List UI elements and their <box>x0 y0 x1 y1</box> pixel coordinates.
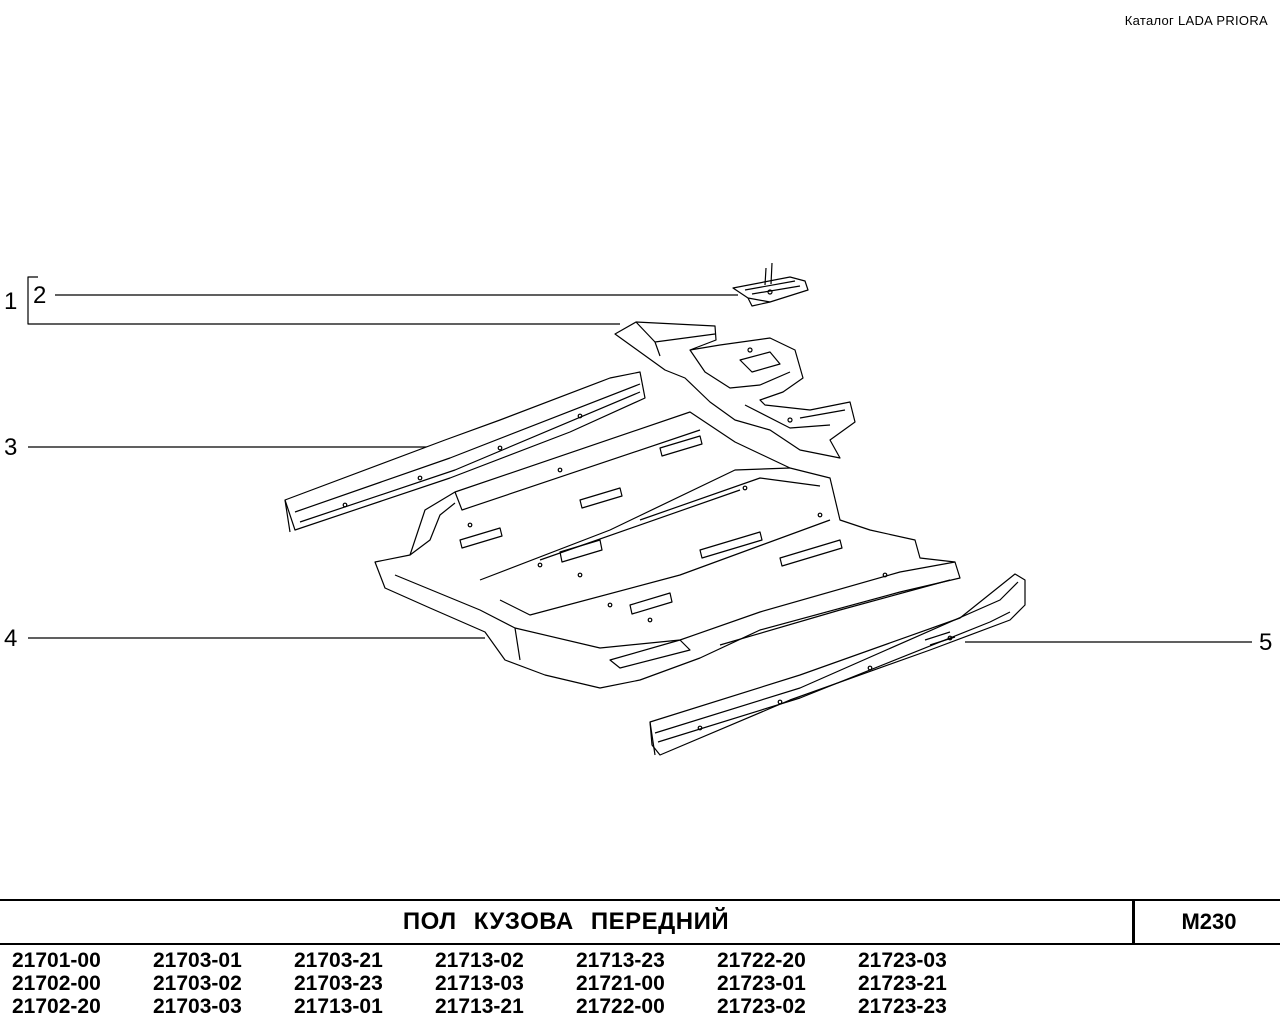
model-code: 21722-00 <box>576 995 665 1018</box>
callout-3: 3 <box>4 434 18 461</box>
callout-2: 2 <box>33 282 47 309</box>
model-code: 21713-02 <box>435 949 524 972</box>
model-code: 21702-00 <box>12 972 101 995</box>
title-row: ПОЛ КУЗОВА ПЕРЕДНИЙ М230 <box>0 901 1280 945</box>
model-code: 21713-21 <box>435 995 524 1018</box>
model-code: 21703-02 <box>153 972 242 995</box>
model-code: 21702-20 <box>12 995 101 1018</box>
model-code: 21723-02 <box>717 995 806 1018</box>
model-codes-grid: 21701-00 21703-01 21703-21 21713-02 2171… <box>12 949 999 1018</box>
model-code: 21722-20 <box>717 949 806 972</box>
model-code: 21723-23 <box>858 995 947 1018</box>
part-3-left-sill <box>284 371 646 533</box>
page-code: М230 <box>1132 901 1280 943</box>
page-title: ПОЛ КУЗОВА ПЕРЕДНИЙ <box>402 908 730 935</box>
group-bracket-1 <box>27 276 620 325</box>
model-code: 21723-03 <box>858 949 947 972</box>
model-code: 21703-21 <box>294 949 383 972</box>
model-code: 21721-00 <box>576 972 665 995</box>
part-5-right-sill <box>649 573 1026 756</box>
model-code: 21713-23 <box>576 949 665 972</box>
model-code: 21713-01 <box>294 995 383 1018</box>
catalog-header: Каталог LADA PRIORA <box>1124 13 1268 28</box>
model-code: 21703-01 <box>153 949 242 972</box>
parts-drawing <box>27 262 1252 756</box>
model-code: 21701-00 <box>12 949 101 972</box>
footer: ПОЛ КУЗОВА ПЕРЕДНИЙ М230 21701-00 21703-… <box>0 899 1280 1023</box>
part-4-floor-panel <box>374 411 961 689</box>
model-code: 21723-21 <box>858 972 947 995</box>
part-2-bracket <box>732 262 809 307</box>
model-code: 21723-01 <box>717 972 806 995</box>
callout-5: 5 <box>1259 629 1273 656</box>
callout-1: 1 <box>4 288 18 315</box>
callout-4: 4 <box>4 625 18 652</box>
model-code: 21713-03 <box>435 972 524 995</box>
model-code: 21703-03 <box>153 995 242 1018</box>
model-code: 21703-23 <box>294 972 383 995</box>
part-1-tunnel-bracket <box>614 321 856 459</box>
